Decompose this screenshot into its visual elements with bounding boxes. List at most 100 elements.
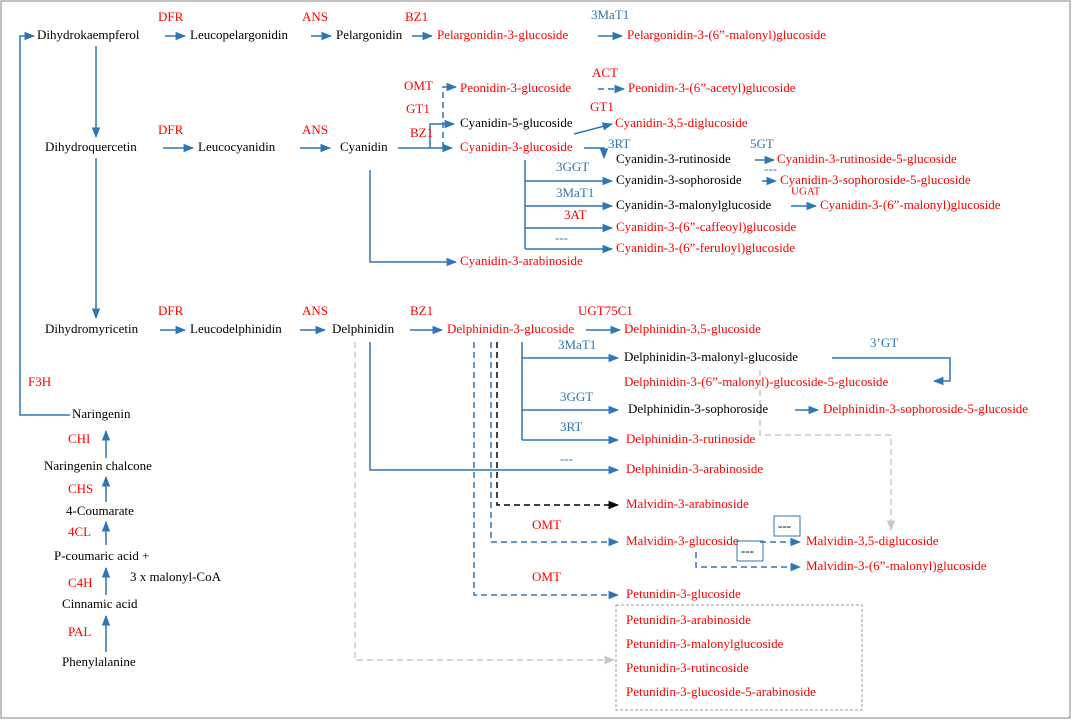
enzyme-unknown-sophoroside: --- bbox=[764, 161, 777, 176]
compound-cinnamic-acid: Cinnamic acid bbox=[62, 596, 138, 611]
enzyme-5gt: 5GT bbox=[750, 136, 774, 151]
compound-malvidin-35-diglucoside: Malvidin-3,5-diglucoside bbox=[806, 533, 939, 548]
compound-pelargonidin-malonyl: Pelargonidin-3-(6”-malonyl)glucoside bbox=[627, 27, 826, 42]
compound-peonidin-3-glucoside: Peonidin-3-glucoside bbox=[460, 80, 571, 95]
compound-naringenin-chalcone: Naringenin chalcone bbox=[44, 458, 152, 473]
enzyme-ans-row3: ANS bbox=[302, 303, 328, 318]
enzyme-act: ACT bbox=[592, 65, 618, 80]
compound-cyanidin-3-sophoroside: Cyanidin-3-sophoroside bbox=[616, 172, 742, 187]
compound-cyanidin-rutinoside-5-glucoside: Cyanidin-3-rutinoside-5-glucoside bbox=[777, 151, 957, 166]
enzyme-3ggt-cyanidin: 3GGT bbox=[556, 159, 589, 174]
compound-labels: Dihydrokaempferol Leucopelargonidin Pela… bbox=[37, 27, 1028, 699]
compound-cyanidin-caffeoyl: Cyanidin-3-(6”-caffeoyl)glucoside bbox=[616, 219, 796, 234]
enzyme-c4h: C4H bbox=[68, 575, 93, 590]
arrow-malvidin-malonyl bbox=[695, 552, 802, 572]
arrow-gray-to-malvidin-diglucoside bbox=[759, 370, 896, 532]
compound-phenylalanine: Phenylalanine bbox=[62, 654, 136, 669]
enzyme-pal: PAL bbox=[68, 624, 91, 639]
compound-leucocyanidin: Leucocyanidin bbox=[198, 139, 276, 154]
compound-cyanidin-malonyl-glucoside: Cyanidin-3-(6”-malonyl)glucoside bbox=[820, 197, 1001, 212]
enzyme-3gt-prime: 3’GT bbox=[870, 335, 898, 350]
enzyme-gt1-left: GT1 bbox=[406, 101, 430, 116]
enzyme-omt-peonidin: OMT bbox=[404, 78, 433, 93]
arrow-3rt-cyanidin bbox=[584, 147, 609, 160]
arrow-naringenin-to-dihydrokaempferol bbox=[19, 31, 70, 416]
enzyme-ugt75c1: UGT75C1 bbox=[578, 303, 633, 318]
enzyme-omt-malvidin: OMT bbox=[532, 517, 561, 532]
arrow-malvidin-arabinoside bbox=[496, 342, 620, 510]
enzyme-unknown-feruloyl: --- bbox=[555, 230, 568, 245]
enzyme-dfr-row2: DFR bbox=[158, 122, 184, 137]
compound-delphinidin-3-rutinoside: Delphinidin-3-rutinoside bbox=[626, 431, 755, 446]
enzyme-4cl: 4CL bbox=[68, 524, 91, 539]
enzyme-3rt-delphinidin: 3RT bbox=[560, 419, 582, 434]
enzyme-labels: DFR ANS BZ1 3MaT1 OMT ACT GT1 GT1 DFR AN… bbox=[28, 7, 898, 639]
arrow-omt-malvidin bbox=[490, 342, 620, 547]
compound-delphinidin-3-arabinoside: Delphinidin-3-arabinoside bbox=[626, 461, 763, 476]
enzyme-3mat1-cyanidin: 3MaT1 bbox=[556, 185, 594, 200]
compound-delphinidin-3-malonyl-glucoside: Delphinidin-3-malonyl-glucoside bbox=[624, 349, 798, 364]
enzyme-3mat1-row1: 3MaT1 bbox=[591, 7, 629, 22]
compound-petunidin-3-malonylglucoside: Petunidin-3-malonylglucoside bbox=[626, 636, 784, 651]
compound-malonyl-coa: 3 x malonyl-CoA bbox=[130, 569, 222, 584]
enzyme-dfr-row3: DFR bbox=[158, 303, 184, 318]
enzyme-gt1-top: GT1 bbox=[590, 99, 614, 114]
enzyme-ans-row1: ANS bbox=[302, 9, 328, 24]
compound-pelargonidin: Pelargonidin bbox=[336, 27, 403, 42]
arrow-delphinidin-arabinoside bbox=[369, 342, 620, 475]
compound-p-coumaric-acid: P-coumaric acid + bbox=[54, 548, 149, 563]
petunidin-group-box bbox=[615, 604, 863, 711]
compound-delphinidin: Delphinidin bbox=[332, 321, 395, 336]
compound-delphinidin-35-glucoside: Delphinidin-3,5-glucoside bbox=[624, 321, 761, 336]
compound-petunidin-3-arabinoside: Petunidin-3-arabinoside bbox=[626, 612, 751, 627]
compound-cyanidin-3-glucoside: Cyanidin-3-glucoside bbox=[460, 139, 573, 154]
compound-cyanidin-sophoroside-5-glucoside: Cyanidin-3-sophoroside-5-glucoside bbox=[780, 172, 971, 187]
compound-delphinidin-malonyl-5-glucoside: Delphinidin-3-(6”-malonyl)-glucoside-5-g… bbox=[624, 374, 888, 389]
enzyme-omt-petunidin: OMT bbox=[532, 569, 561, 584]
compound-malvidin-3-glucoside: Malvidin-3-glucoside bbox=[626, 533, 739, 548]
compound-malvidin-3-arabinoside: Malvidin-3-arabinoside bbox=[626, 496, 749, 511]
compound-peonidin-acetyl: Peonidin-3-(6”-acetyl)glucoside bbox=[628, 80, 796, 95]
compound-delphinidin-3-glucoside: Delphinidin-3-glucoside bbox=[447, 321, 574, 336]
arrow-gray-to-petunidin-group bbox=[354, 342, 616, 665]
unknown-enzyme-box-1 bbox=[773, 515, 801, 537]
enzyme-bz1-row2: BZ1 bbox=[410, 125, 433, 140]
enzyme-unknown-box-2: --- bbox=[741, 543, 754, 558]
enzyme-3mat1-delphinidin: 3MaT1 bbox=[558, 337, 596, 352]
arrow-gt1-to-cy5g bbox=[429, 119, 456, 148]
arrow-omt-to-peonidin bbox=[442, 82, 458, 148]
compound-dihydroquercetin: Dihydroquercetin bbox=[45, 139, 137, 154]
enzyme-chs: CHS bbox=[68, 481, 93, 496]
enzyme-bz1-row1: BZ1 bbox=[405, 9, 428, 24]
compound-leucopelargonidin: Leucopelargonidin bbox=[190, 27, 288, 42]
compound-petunidin-3-glucoside: Petunidin-3-glucoside bbox=[626, 586, 741, 601]
compound-cyanidin: Cyanidin bbox=[340, 139, 388, 154]
compound-delphinidin-3-sophoroside: Delphinidin-3-sophoroside bbox=[628, 401, 768, 416]
arrows bbox=[19, 31, 951, 665]
compound-petunidin-glucoside-5-arabinoside: Petunidin-3-glucoside-5-arabinoside bbox=[626, 684, 816, 699]
enzyme-unknown-box-1: --- bbox=[778, 518, 791, 533]
enzyme-ans-row2: ANS bbox=[302, 122, 328, 137]
compound-cyanidin-5-glucoside: Cyanidin-5-glucoside bbox=[460, 115, 573, 130]
compound-malvidin-malonyl-glucoside: Malvidin-3-(6”-malonyl)glucoside bbox=[806, 558, 987, 573]
compound-dihydromyricetin: Dihydromyricetin bbox=[45, 321, 139, 336]
enzyme-3rt-cyanidin: 3RT bbox=[608, 136, 630, 151]
enzyme-bz1-row3: BZ1 bbox=[410, 303, 433, 318]
compound-leucodelphinidin: Leucodelphinidin bbox=[190, 321, 282, 336]
enzyme-unknown-arabinoside: --- bbox=[560, 451, 573, 466]
arrow-cyanidin-arabinoside bbox=[369, 170, 458, 267]
compound-naringenin: Naringenin bbox=[72, 406, 131, 421]
compound-cyanidin-feruloyl: Cyanidin-3-(6”-feruloyl)glucoside bbox=[616, 240, 795, 255]
compound-dihydrokaempferol: Dihydrokaempferol bbox=[37, 27, 140, 42]
compound-cyanidin-3-rutinoside: Cyanidin-3-rutinoside bbox=[616, 151, 731, 166]
arrow-gt1-to-diglucoside bbox=[573, 122, 614, 135]
enzyme-3at: 3AT bbox=[564, 207, 586, 222]
arrow-3gt-prime bbox=[832, 357, 951, 386]
enzyme-chi: CHI bbox=[68, 431, 90, 446]
compound-cyanidin-35-diglucoside: Cyanidin-3,5-diglucoside bbox=[615, 115, 748, 130]
unknown-enzyme-box-2 bbox=[736, 540, 764, 562]
enzyme-3ggt-delphinidin: 3GGT bbox=[560, 389, 593, 404]
compound-petunidin-3-rutincoside: Petunidin-3-rutincoside bbox=[626, 660, 749, 675]
